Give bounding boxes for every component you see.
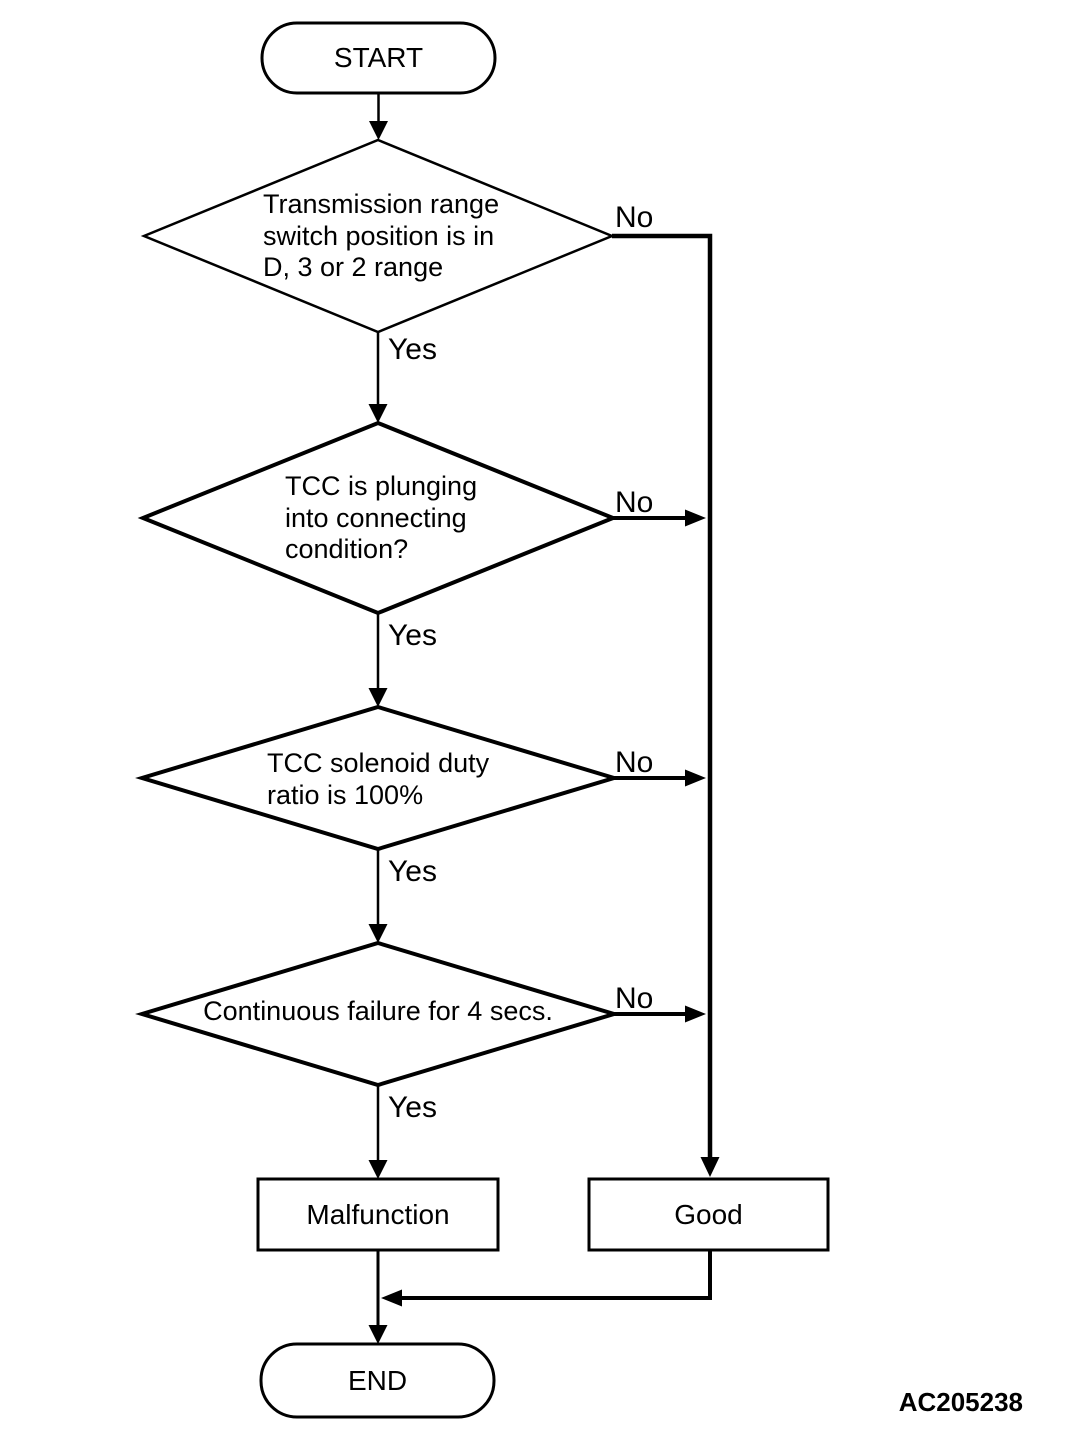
yes-label-1: Yes [388,333,437,366]
arrowhead-right-no4 [685,1005,706,1023]
decision-tcc-plunging-text: TCC is plunging into connecting conditio… [285,471,478,564]
yes-label-4: Yes [388,1091,437,1124]
end-terminal-label: END [347,1364,408,1396]
yes-label-3: Yes [388,855,437,888]
no-label-4: No [615,982,654,1015]
no-label-1: No [615,201,654,234]
connector-no1-rail [612,233,713,1158]
arrowhead-down-d1 [369,121,388,140]
arrowhead-right-no3 [685,769,706,787]
malfunction-box-label: Malfunction [306,1198,450,1230]
decision-continuous-failure-text: Continuous failure for 4 secs. [203,996,553,1026]
arrowhead-down-d4 [368,924,388,943]
arrowhead-down-end [368,1325,388,1344]
no-label-3: No [615,746,654,779]
good-box-label: Good [674,1198,743,1230]
arrowhead-down-malfunction [368,1160,388,1179]
good-box-shape [587,1177,830,1252]
arrowhead-down-d3 [368,688,388,707]
connector-good-merge [401,1250,712,1300]
no-label-2: No [615,486,654,519]
arrowhead-left-merge [381,1289,402,1307]
end-terminal-shape [259,1342,496,1419]
arrowhead-down-d2 [368,404,388,423]
start-terminal-label: START [333,42,424,73]
start-terminal-shape [260,21,497,95]
decision-tcc-duty-text: TCC solenoid duty ratio is 100% [267,748,490,810]
yes-label-2: Yes [388,619,437,652]
arrowhead-down-good [700,1157,720,1177]
decision-transmission-range-text: Transmission range switch position is in… [263,189,500,282]
figure-code: AC205238 [898,1387,1023,1417]
arrowhead-right-no2 [685,509,706,527]
